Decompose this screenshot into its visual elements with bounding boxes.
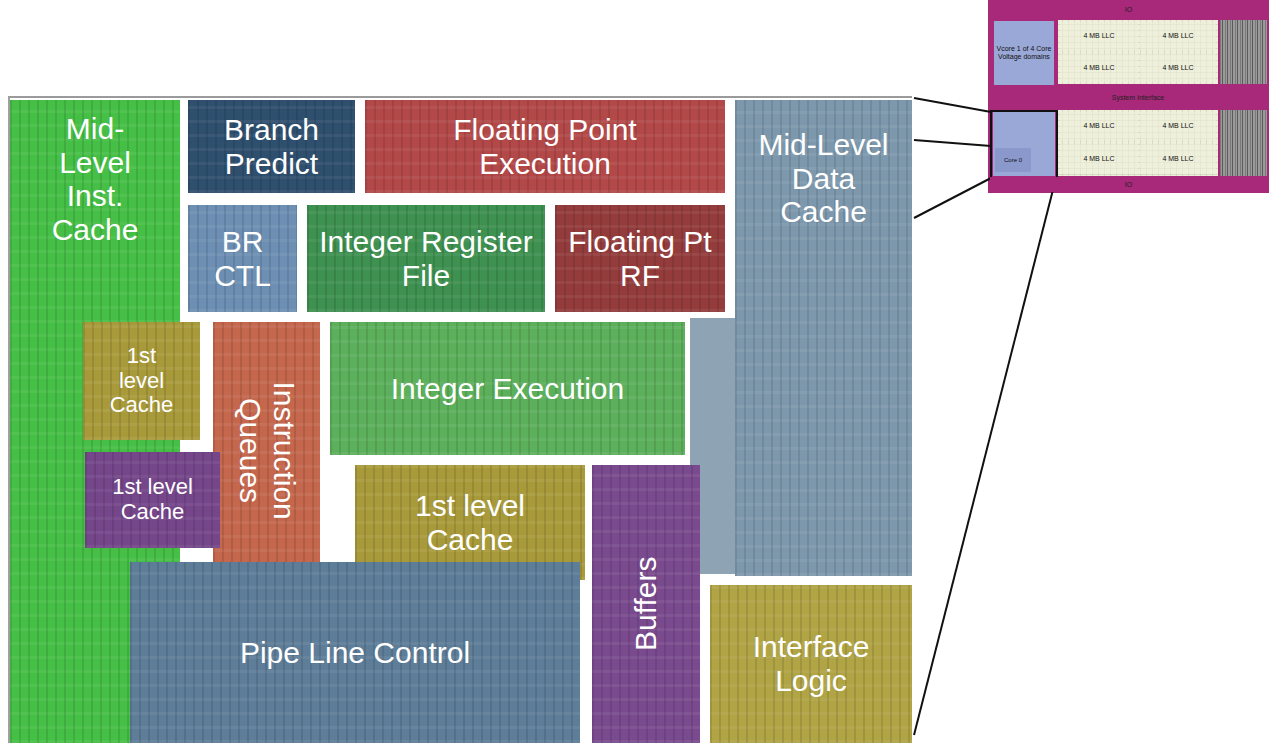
block-label: 4 MB LLC (1143, 32, 1213, 40)
die-map-block: Vcore 1 of 4 Core Voltage domains (994, 21, 1054, 85)
block-label: Vcore 1 of 4 Core Voltage domains (996, 45, 1052, 61)
leader-lines (914, 98, 1056, 735)
die-region: Integer Register File (307, 205, 545, 312)
region-label: 1st level Cache (104, 344, 179, 418)
block-label: IO (1029, 181, 1229, 189)
region-label: Floating Pt RF (565, 225, 715, 292)
die-region: BR CTL (188, 205, 297, 312)
die-region: 1st level Cache (85, 452, 220, 548)
block-label: 4 MB LLC (1064, 155, 1134, 163)
region-label: Interface Logic (721, 630, 901, 697)
region-label: Mid-Level Data Cache (754, 128, 894, 229)
region-label: Mid-Level Inst. Cache (38, 112, 153, 246)
die-map-block: 4 MB LLC (1060, 22, 1138, 50)
core-region (993, 110, 1055, 176)
die-map-block: 4 MB LLC (1140, 144, 1216, 174)
region-label: Branch Predict (197, 113, 347, 180)
die-map-block: 4 MB LLC (1060, 144, 1138, 174)
block-label: System Interface (1068, 94, 1208, 102)
region-label: Buffers (629, 484, 663, 724)
die-map-block: IO (990, 2, 1267, 18)
block-label: 4 MB LLC (1064, 122, 1134, 130)
die-region: Branch Predict (188, 100, 355, 193)
cache-array (1058, 110, 1218, 176)
die-map-block: Core 0 (995, 148, 1031, 172)
region-label: Integer Execution (343, 372, 673, 406)
region-label: Floating Point Execution (415, 113, 675, 180)
die-region: Pipe Line Control (130, 562, 580, 743)
die-region: Instruction Queues (213, 322, 320, 580)
die-map-block: 4 MB LLC (1140, 112, 1216, 140)
die-region: 1st level Cache (83, 322, 200, 440)
die-map-block: 4 MB LLC (1060, 112, 1138, 140)
die-map-frame (988, 0, 1269, 193)
die-map-block: 4 MB LLC (1060, 54, 1138, 82)
die-region: Interface Logic (710, 585, 912, 743)
die-map-block: 4 MB LLC (1140, 22, 1216, 50)
region-label: Pipe Line Control (235, 636, 475, 670)
region-label: BR CTL (203, 225, 283, 292)
core-highlight (991, 111, 1057, 178)
block-label: 4 MB LLC (1064, 64, 1134, 72)
block-label: 4 MB LLC (1143, 122, 1213, 130)
die-map-block: 4 MB LLC (1140, 54, 1216, 82)
die-region: Floating Point Execution (365, 100, 725, 193)
photo-edge (8, 96, 912, 98)
die-region: Mid-Level Data Cache (735, 100, 912, 576)
region-label: 1st level Cache (93, 475, 213, 524)
block-label: 4 MB LLC (1143, 155, 1213, 163)
block-label: 4 MB LLC (1064, 32, 1134, 40)
region-label: Instruction Queues (233, 336, 300, 566)
region-label: Integer Register File (316, 225, 536, 292)
die-region: Floating Pt RF (555, 205, 725, 312)
die-region: Integer Execution (330, 322, 685, 455)
block-label: 4 MB LLC (1143, 64, 1213, 72)
core-logic (1220, 20, 1267, 84)
die-map-block: IO (990, 177, 1267, 192)
block-label: IO (1029, 6, 1229, 14)
die-region: Buffers (592, 465, 700, 743)
die-map-block: System Interface (1060, 89, 1216, 107)
region-label: 1st level Cache (370, 489, 570, 556)
cache-array (1058, 20, 1218, 84)
core-logic (1220, 110, 1267, 176)
block-label: Core 0 (996, 157, 1030, 164)
